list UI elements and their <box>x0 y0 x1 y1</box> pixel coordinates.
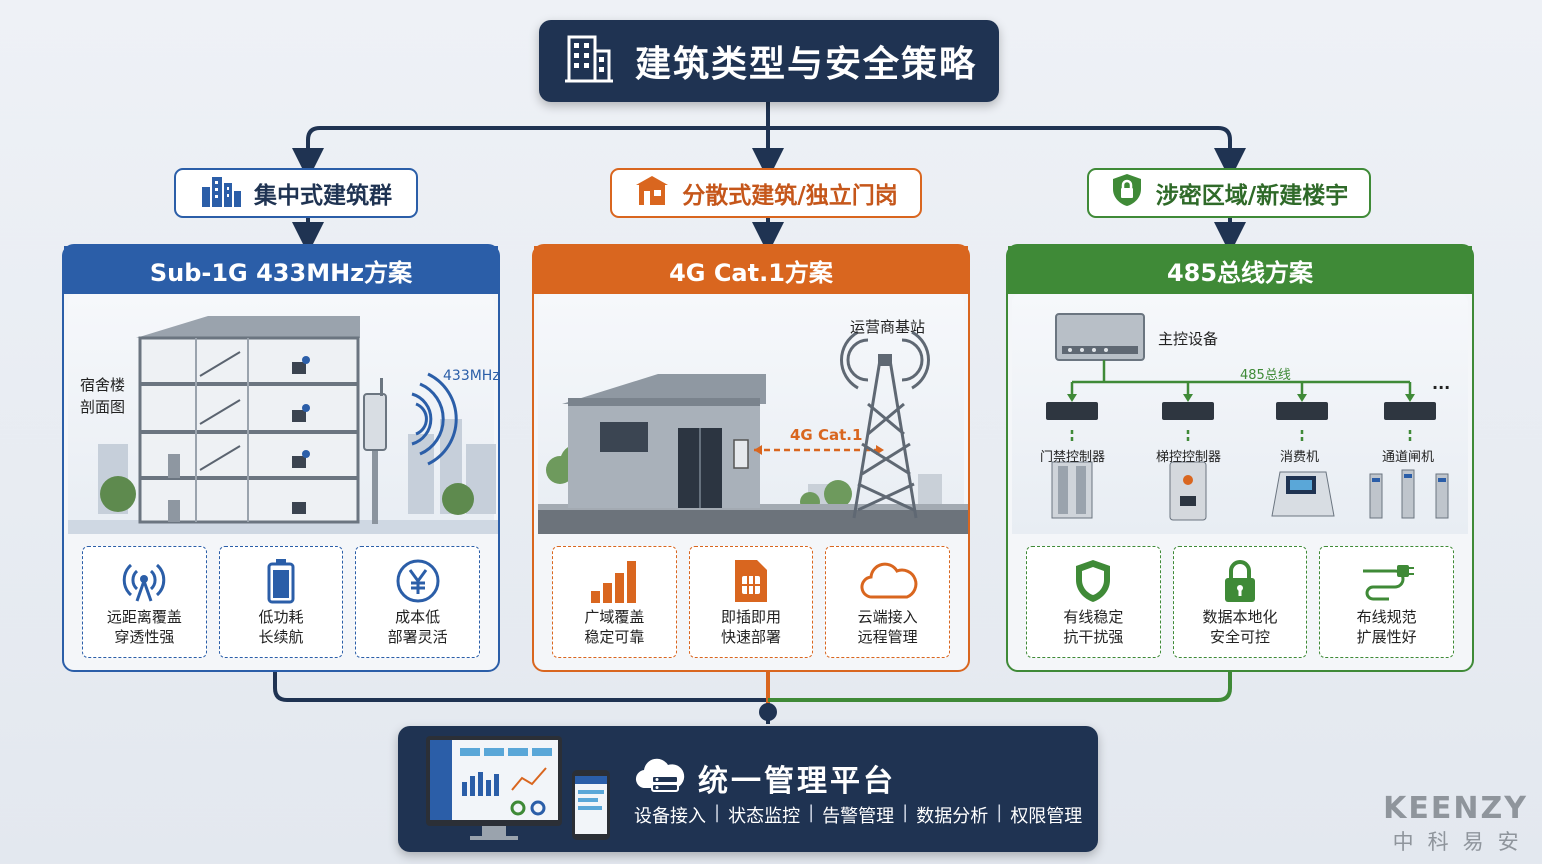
feature-low-cost: 成本低 部署灵活 <box>355 546 481 658</box>
panel-sub1g: Sub-1G 433MHz方案 宿舍楼 剖面图 <box>62 244 500 672</box>
cloud-icon <box>859 555 918 607</box>
feature-low-power: 低功耗 长续航 <box>218 546 344 658</box>
category-classified: 涉密区域/新建楼宇 <box>1087 168 1371 218</box>
panel-485-title: 485总线方案 <box>1008 246 1472 294</box>
signal-tower-icon <box>117 555 171 607</box>
platform-functions: 设备接入| 状态监控| 告警管理| 数据分析| 权限管理 <box>634 802 1083 827</box>
485-features: 有线稳定 抗干扰强 数据本地化 安全可控 布线规范 扩展性好 <box>1026 546 1455 658</box>
cable-plug-icon <box>1359 555 1415 607</box>
brand-en: KEENZY <box>1383 791 1528 826</box>
shield-icon <box>1073 555 1113 607</box>
sim-card-icon <box>733 555 769 607</box>
brand-cn: 中科易安 <box>1392 830 1533 854</box>
panel-sub1g-title: Sub-1G 433MHz方案 <box>64 246 498 294</box>
panel-4g-title: 4G Cat.1方案 <box>534 246 968 294</box>
signal-bars-icon <box>589 555 639 607</box>
main-title-banner: 建筑类型与安全策略 <box>539 20 999 102</box>
device-label-elevator: 梯控控制器 <box>1156 450 1222 465</box>
platform-title: 统一管理平台 <box>698 764 896 799</box>
link-label: 4G Cat.1 <box>790 426 863 444</box>
building-label-2: 剖面图 <box>80 398 126 416</box>
main-title: 建筑类型与安全策略 <box>634 44 977 85</box>
feature-wiring: 布线规范 扩展性好 <box>1319 546 1455 658</box>
device-label-pos: 消费机 <box>1280 450 1320 465</box>
category-distributed: 分散式建筑/独立门岗 <box>610 168 922 218</box>
dormitory-illustration: 宿舍楼 剖面图 433MHz <box>68 294 500 534</box>
master-label: 主控设备 <box>1158 330 1219 348</box>
4g-features: 广域覆盖 稳定可靠 即插即用 快速部署 云端接入 远程管理 <box>552 546 951 658</box>
tower-label: 运营商基站 <box>850 318 926 336</box>
platform-banner: 统一管理平台 设备接入| 状态监控| 告警管理| 数据分析| 权限管理 <box>398 726 1098 852</box>
bus-label: 485总线 <box>1240 368 1291 383</box>
padlock-icon <box>1221 555 1259 607</box>
feature-local-data: 数据本地化 安全可控 <box>1172 546 1308 658</box>
city-buildings-icon <box>200 173 242 213</box>
building-label: 宿舍楼 <box>80 376 126 394</box>
feature-plug-play: 即插即用 快速部署 <box>688 546 814 658</box>
sub1g-features: 远距离覆盖 穿透性强 低功耗 长续航 成本低 部署灵活 <box>82 546 481 658</box>
device-label-gate: 通道闸机 <box>1382 450 1435 465</box>
feature-wired-stable: 有线稳定 抗干扰强 <box>1026 546 1161 658</box>
feature-coverage: 远距离覆盖 穿透性强 <box>82 546 207 658</box>
feature-wide-coverage: 广域覆盖 稳定可靠 <box>552 546 677 658</box>
dashboard-devices-illustration <box>426 736 610 840</box>
yen-coin-icon <box>395 555 441 607</box>
building-icon <box>561 31 617 91</box>
battery-icon <box>266 555 296 607</box>
guardhouse-illustration: 运营商基站 4G Cat.1 <box>538 294 968 534</box>
freq-label: 433MHz <box>443 368 500 384</box>
category-centralized: 集中式建筑群 <box>174 168 418 218</box>
panel-485: 485总线方案 主控设备 485总线 ··· 门禁控制器 梯控控制器 消费机 <box>1006 244 1474 672</box>
device-label-access: 门禁控制器 <box>1040 450 1106 465</box>
more-devices: ··· <box>1432 378 1451 397</box>
brand-logo: KEENZY 中科易安 <box>1383 791 1528 856</box>
feature-cloud: 云端接入 远程管理 <box>825 546 951 658</box>
shield-lock-icon <box>1110 172 1144 214</box>
cloud-server-icon <box>634 756 685 800</box>
bus-illustration: 主控设备 485总线 ··· 门禁控制器 梯控控制器 消费机 通道闸机 <box>1012 294 1468 534</box>
panel-4g: 4G Cat.1方案 运营商基站 4G Cat.1 广域覆盖 <box>532 244 970 672</box>
guardhouse-icon <box>634 173 670 213</box>
